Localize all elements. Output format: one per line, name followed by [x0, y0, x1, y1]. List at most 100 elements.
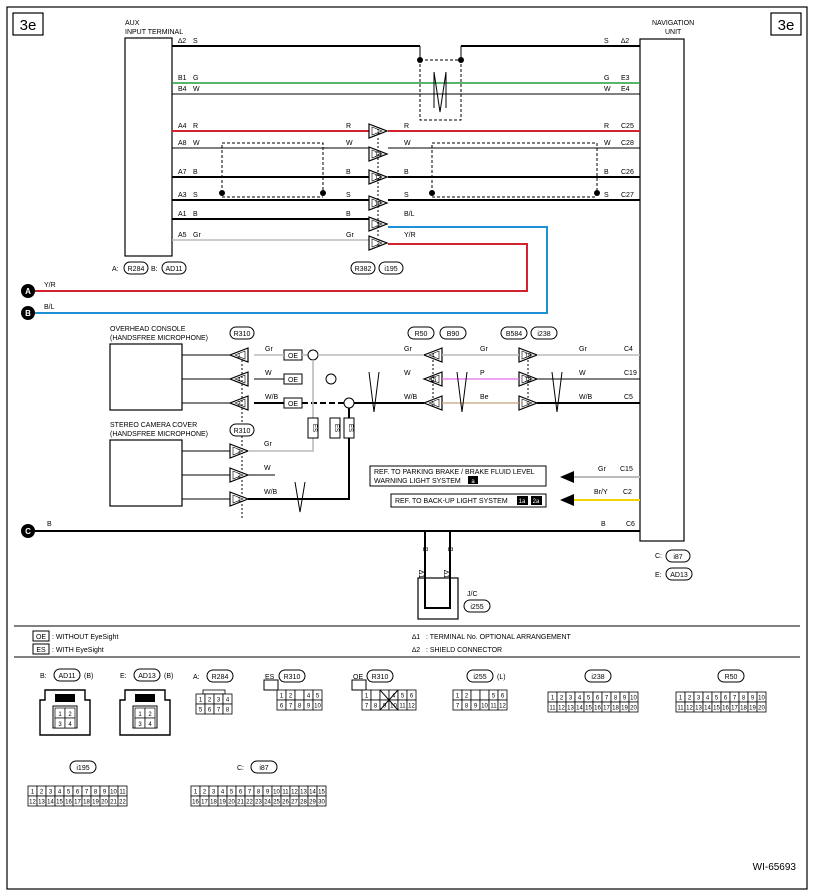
aux-rpin-3: C25 [621, 123, 634, 130]
conn-view-6-pin: 12 [558, 706, 565, 712]
aux-wire-label-8: Gr [193, 232, 201, 239]
aux-wire-label-6: S [193, 192, 198, 199]
conn-view-9-pin: 7 [248, 790, 252, 796]
es-tag-1: ES [333, 424, 339, 432]
conn-view-4-cross [379, 689, 399, 711]
page-tag-right-text: 3e [778, 17, 795, 34]
conn-view-2-pin: 3 [217, 698, 221, 704]
conn-view-7-pin: 20 [758, 706, 765, 712]
overhead-conn-badge [229, 326, 255, 340]
overhead-conn: R310 [234, 331, 251, 338]
conn-view-9-pin: 22 [246, 800, 253, 806]
mid-pin-5-num: 2 [376, 242, 380, 248]
ref-1-pin: C15 [620, 466, 633, 473]
conn-view-9-pin: 9 [266, 790, 270, 796]
plug-pin: 1 [138, 712, 142, 718]
conn-view-6-pin: 2 [560, 696, 564, 702]
conn-view-5-cell [479, 689, 490, 701]
conn-view-9-pin: 23 [255, 800, 262, 806]
aux-pin-6: A3 [178, 192, 187, 199]
conn-view-7-pin: 17 [731, 706, 738, 712]
overhead-right-wire-2: W/B [579, 394, 593, 401]
conn-view-8-pin: 11 [119, 790, 126, 796]
nav-conn-c: i87 [673, 554, 682, 561]
aux-conn-a-prefix: A: [112, 266, 119, 273]
aux-mid-label-7: B [346, 211, 351, 218]
splice-4 [594, 190, 600, 196]
ref-box-2 [390, 493, 547, 508]
conn-view-3-prefix: ES [265, 674, 275, 681]
ref-2-tag2-bg [531, 496, 542, 505]
conn-view-9-pin: 24 [264, 800, 271, 806]
ref-2-tag2: 2a [533, 499, 540, 505]
aux-wire-r-0: S [604, 38, 609, 45]
ext-marker-a [21, 284, 35, 298]
conn-view-2-pin: 2 [208, 698, 212, 704]
es-tag-box-1 [329, 417, 341, 439]
overhead-pin-0-num: 1 [237, 354, 241, 360]
overhead-right-wire-0: Gr [579, 346, 587, 353]
conn-view-9-pin: 14 [309, 790, 316, 796]
stereo-camera-box [109, 439, 183, 507]
twist-symbol-0 [368, 371, 380, 413]
conn-view-5-pin: 8 [465, 704, 469, 710]
es-tag-0: ES [311, 424, 317, 432]
conn-view-9-pin: 21 [237, 800, 244, 806]
aux-wire-label-3: R [193, 123, 198, 130]
page-tag-right [770, 12, 802, 36]
ext-line-b [28, 226, 548, 314]
conn-view-2-pin: 1 [199, 698, 203, 704]
plug-cell [144, 717, 156, 729]
aux-wire-rr-5: B [604, 169, 609, 176]
page-frame [6, 6, 808, 890]
mid-conn-2: i195 [384, 266, 397, 273]
legend-es-tag-box [32, 643, 50, 655]
overhead-nav-pin-0: C4 [624, 346, 633, 353]
oe-tag-1: OE [288, 377, 298, 384]
conn-view-6-pin: 7 [605, 696, 609, 702]
ext-marker-b [21, 306, 35, 320]
overhead-mid-badge-2 [500, 326, 528, 340]
stereo-wire-2: W/B [264, 489, 278, 496]
stereo-pin-0-num: 3 [237, 450, 241, 456]
conn-view-8-pin: 7 [85, 790, 89, 796]
conn-view-6-pin: 16 [594, 706, 601, 712]
aux-pin-8: A5 [178, 232, 187, 239]
conn-view-6-pin: 13 [567, 706, 574, 712]
conn-view-8-pin: 14 [47, 800, 54, 806]
conn-view-7-pin: 16 [722, 706, 729, 712]
shield-splice-right [458, 57, 464, 63]
conn-view-4-pin: 4 [392, 694, 396, 700]
aux-mid-label-5: B [346, 169, 351, 176]
overhead-console-box [109, 343, 183, 411]
aux-wire-label-7: B [193, 211, 198, 218]
conn-view-9-badge [250, 760, 278, 774]
ext-line-a [28, 243, 528, 292]
conn-view-2-pin: 8 [226, 708, 230, 714]
conn-view-4-cell [406, 699, 417, 711]
conn-view-6-pin: 19 [621, 706, 628, 712]
conn-view-8-pin: 13 [38, 800, 45, 806]
conn-view-9-pin: 18 [210, 800, 217, 806]
ref-2-line1: REF. TO BACK-UP LIGHT SYSTEM [395, 498, 508, 505]
legend-star1-text: : TERMINAL No. OPTIONAL ARRANGEMENT [426, 634, 572, 641]
conn-view-7-pin: 9 [751, 696, 755, 702]
ref-1-tag-bg [468, 476, 478, 484]
conn-view-8-pin: 22 [119, 800, 126, 806]
ref-1-line1: REF. TO PARKING BRAKE / BRAKE FLUID LEVE… [374, 469, 535, 476]
conn-view-4-pin: 5 [401, 694, 405, 700]
overhead-mid-wr-1: P [480, 370, 485, 377]
conn-view-4-pin: 10 [390, 704, 397, 710]
stereo-wire-0: Gr [264, 441, 272, 448]
stereo-pin-1-num: 2 [237, 474, 241, 480]
conn-view-6-pin: 4 [578, 696, 582, 702]
overhead-mid-badge-3 [530, 326, 558, 340]
conn-view-8-pin: 3 [49, 790, 53, 796]
aux-pin-7: A1 [178, 211, 187, 218]
shield-left-dash [221, 142, 324, 193]
aux-mid-label-3: R [346, 123, 351, 130]
conn-view-6-pin: 8 [614, 696, 618, 702]
overhead-right-pin-2-num: 9 [526, 402, 530, 408]
mid-pin-0-num: 1 [376, 130, 380, 136]
conn-view-4-pin: 12 [408, 704, 415, 710]
